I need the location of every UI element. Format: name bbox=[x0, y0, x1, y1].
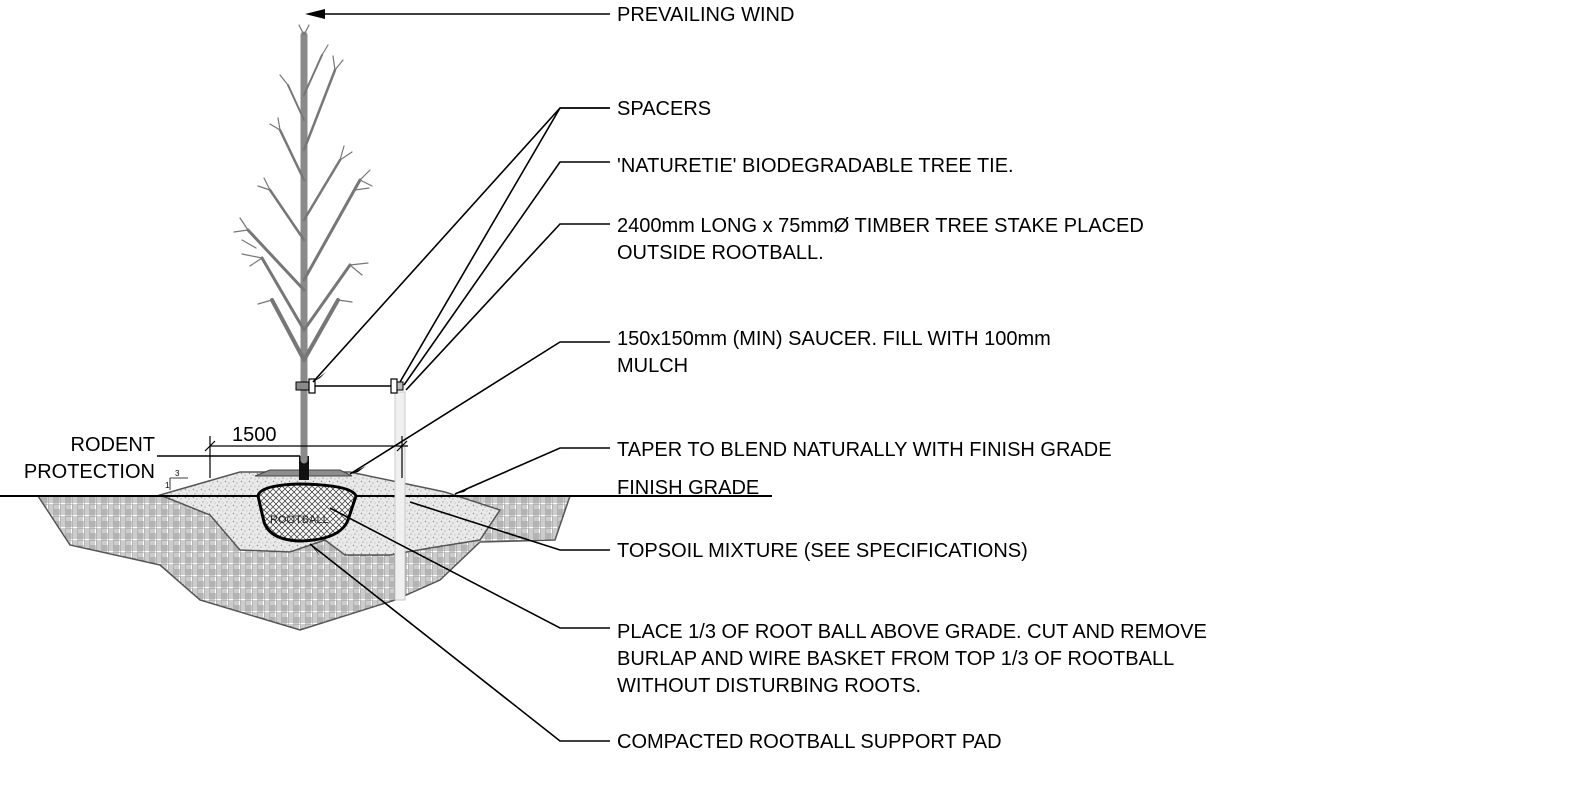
rootball bbox=[256, 482, 358, 543]
callout-taper: TAPER TO BLEND NATURALLY WITH FINISH GRA… bbox=[617, 439, 1112, 461]
slope-run-label: 1 bbox=[165, 481, 170, 490]
slope-rise-label: 3 bbox=[175, 469, 180, 478]
planting-pit: ROOTBALL bbox=[0, 456, 772, 631]
slope-indicator bbox=[169, 477, 188, 490]
callout-root-ball-line1: PLACE 1/3 OF ROOT BALL ABOVE GRADE. CUT … bbox=[617, 621, 1207, 643]
leader-lines bbox=[309, 107, 610, 742]
callout-finish-grade: FINISH GRADE bbox=[617, 477, 759, 499]
callout-support-pad: COMPACTED ROOTBALL SUPPORT PAD bbox=[617, 731, 1002, 753]
dimension-label: 1500 bbox=[232, 424, 277, 446]
wind-label: PREVAILING WIND bbox=[617, 4, 794, 26]
spacer-stake bbox=[390, 378, 398, 394]
callout-root-ball-line2: BURLAP AND WIRE BASKET FROM TOP 1/3 OF R… bbox=[617, 648, 1174, 670]
callout-root-ball-line3: WITHOUT DISTURBING ROOTS. bbox=[617, 675, 921, 697]
tree-tie-assembly bbox=[295, 378, 404, 394]
rootball-label: ROOTBALL bbox=[270, 514, 329, 526]
callout-spacers: SPACERS bbox=[617, 98, 711, 120]
callout-stake-line1: 2400mm LONG x 75mmØ TIMBER TREE STAKE PL… bbox=[617, 215, 1144, 237]
rodent-label-line2: PROTECTION bbox=[24, 461, 155, 483]
callout-tree-tie: 'NATURETIE' BIODEGRADABLE TREE TIE. bbox=[617, 155, 1014, 177]
rodent-protection-sleeve bbox=[299, 456, 309, 480]
callout-stake-line2: OUTSIDE ROOTBALL. bbox=[617, 242, 824, 264]
prevailing-wind-arrow bbox=[305, 9, 610, 19]
tree bbox=[233, 24, 373, 464]
callout-saucer-line2: MULCH bbox=[617, 355, 688, 377]
dimension-1500 bbox=[204, 436, 408, 478]
spacer-tree bbox=[295, 381, 310, 391]
callouts: SPACERS 'NATURETIE' BIODEGRADABLE TREE T… bbox=[617, 98, 1207, 753]
callout-saucer-line1: 150x150mm (MIN) SAUCER. FILL WITH 100mm bbox=[617, 328, 1051, 350]
rodent-label-line1: RODENT bbox=[71, 434, 155, 456]
callout-topsoil: TOPSOIL MIXTURE (SEE SPECIFICATIONS) bbox=[617, 540, 1028, 562]
tree-stake bbox=[394, 391, 406, 601]
